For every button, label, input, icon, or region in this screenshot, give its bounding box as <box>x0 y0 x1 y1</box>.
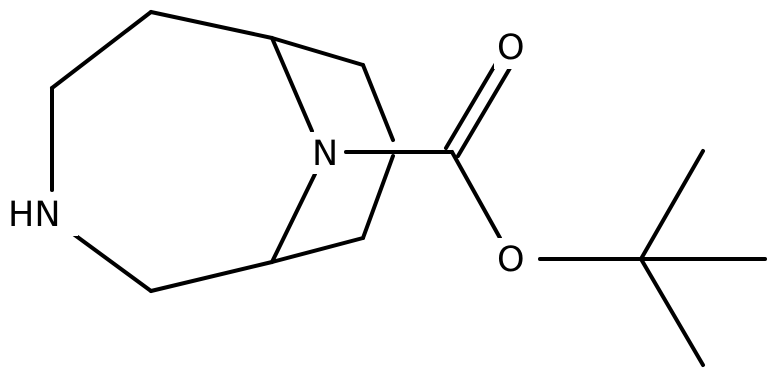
ester-oxygen-label: O <box>497 240 525 280</box>
bond-group <box>50 10 767 367</box>
bond-upper-bridgehead-to-n <box>270 36 314 133</box>
bridge-n-label-mask <box>310 132 342 174</box>
bond-lower-bridge-1 <box>361 154 395 240</box>
bond-tert-butyl-up <box>639 149 705 261</box>
bridge-nitrogen-label: N <box>312 134 338 174</box>
nh-label-mask <box>8 193 78 236</box>
carbonyl-o-label-mask <box>494 27 532 69</box>
bond-upper-bridge-1 <box>270 36 365 67</box>
bond-upper-bridge-2 <box>361 63 395 142</box>
atom-label-group: HN N O O <box>8 27 535 281</box>
bond-n-to-lower-bridgehead <box>270 172 317 264</box>
bond-tert-butyl-down <box>639 257 705 367</box>
bond-ring-top-2 <box>149 10 274 40</box>
bond-carbonyl-to-ester-o <box>450 150 502 240</box>
carbonyl-oxygen-label: O <box>497 28 525 68</box>
bond-nh-to-lower-carbon <box>70 231 153 293</box>
bond-carbonyl-double-2 <box>456 66 512 158</box>
nh-atom-label: HN <box>8 195 61 235</box>
bond-carbonyl-double-1 <box>444 58 500 150</box>
bond-ring-top-1 <box>50 10 153 90</box>
bond-lower-bridge-2 <box>270 236 365 264</box>
bond-lower-chain <box>149 260 274 293</box>
ester-o-label-mask <box>495 238 535 281</box>
